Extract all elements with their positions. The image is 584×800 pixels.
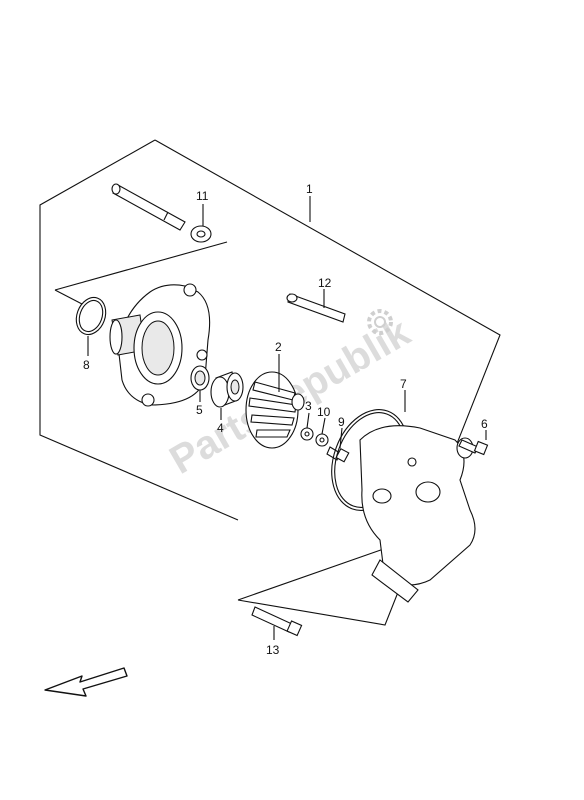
clamp-12 — [286, 293, 346, 323]
callout-10: 10 — [317, 405, 331, 419]
callout-9: 9 — [338, 415, 345, 429]
callout-6: 6 — [481, 417, 488, 431]
o-ring-8 — [75, 296, 107, 336]
callout-3: 3 — [305, 399, 312, 413]
bolt-6 — [458, 439, 489, 456]
mechanical-seal-4 — [210, 371, 244, 408]
callouts: 1 2 3 4 5 6 7 8 9 10 11 12 13 — [83, 182, 488, 657]
pump-case-body — [359, 425, 476, 603]
arrow-icon — [44, 667, 128, 697]
callout-7: 7 — [400, 377, 407, 391]
callout-8: 8 — [83, 358, 90, 372]
callout-4: 4 — [217, 421, 224, 435]
pump-case-cover — [109, 283, 211, 407]
washer-10 — [315, 433, 329, 447]
callout-1: 1 — [306, 182, 313, 196]
washer-3 — [300, 427, 314, 441]
callout-13: 13 — [266, 643, 280, 657]
bolt-9 — [326, 446, 350, 463]
callout-2: 2 — [275, 340, 282, 354]
pump-shaft — [111, 183, 186, 231]
callout-12: 12 — [318, 276, 332, 290]
impeller-2 — [245, 371, 305, 449]
washer — [190, 225, 212, 243]
bolt-13 — [251, 606, 303, 637]
leader-lines — [87, 196, 487, 640]
seal-5 — [190, 365, 210, 391]
callout-11: 11 — [196, 189, 209, 203]
callout-5: 5 — [196, 403, 203, 417]
gear-icon — [367, 309, 393, 335]
